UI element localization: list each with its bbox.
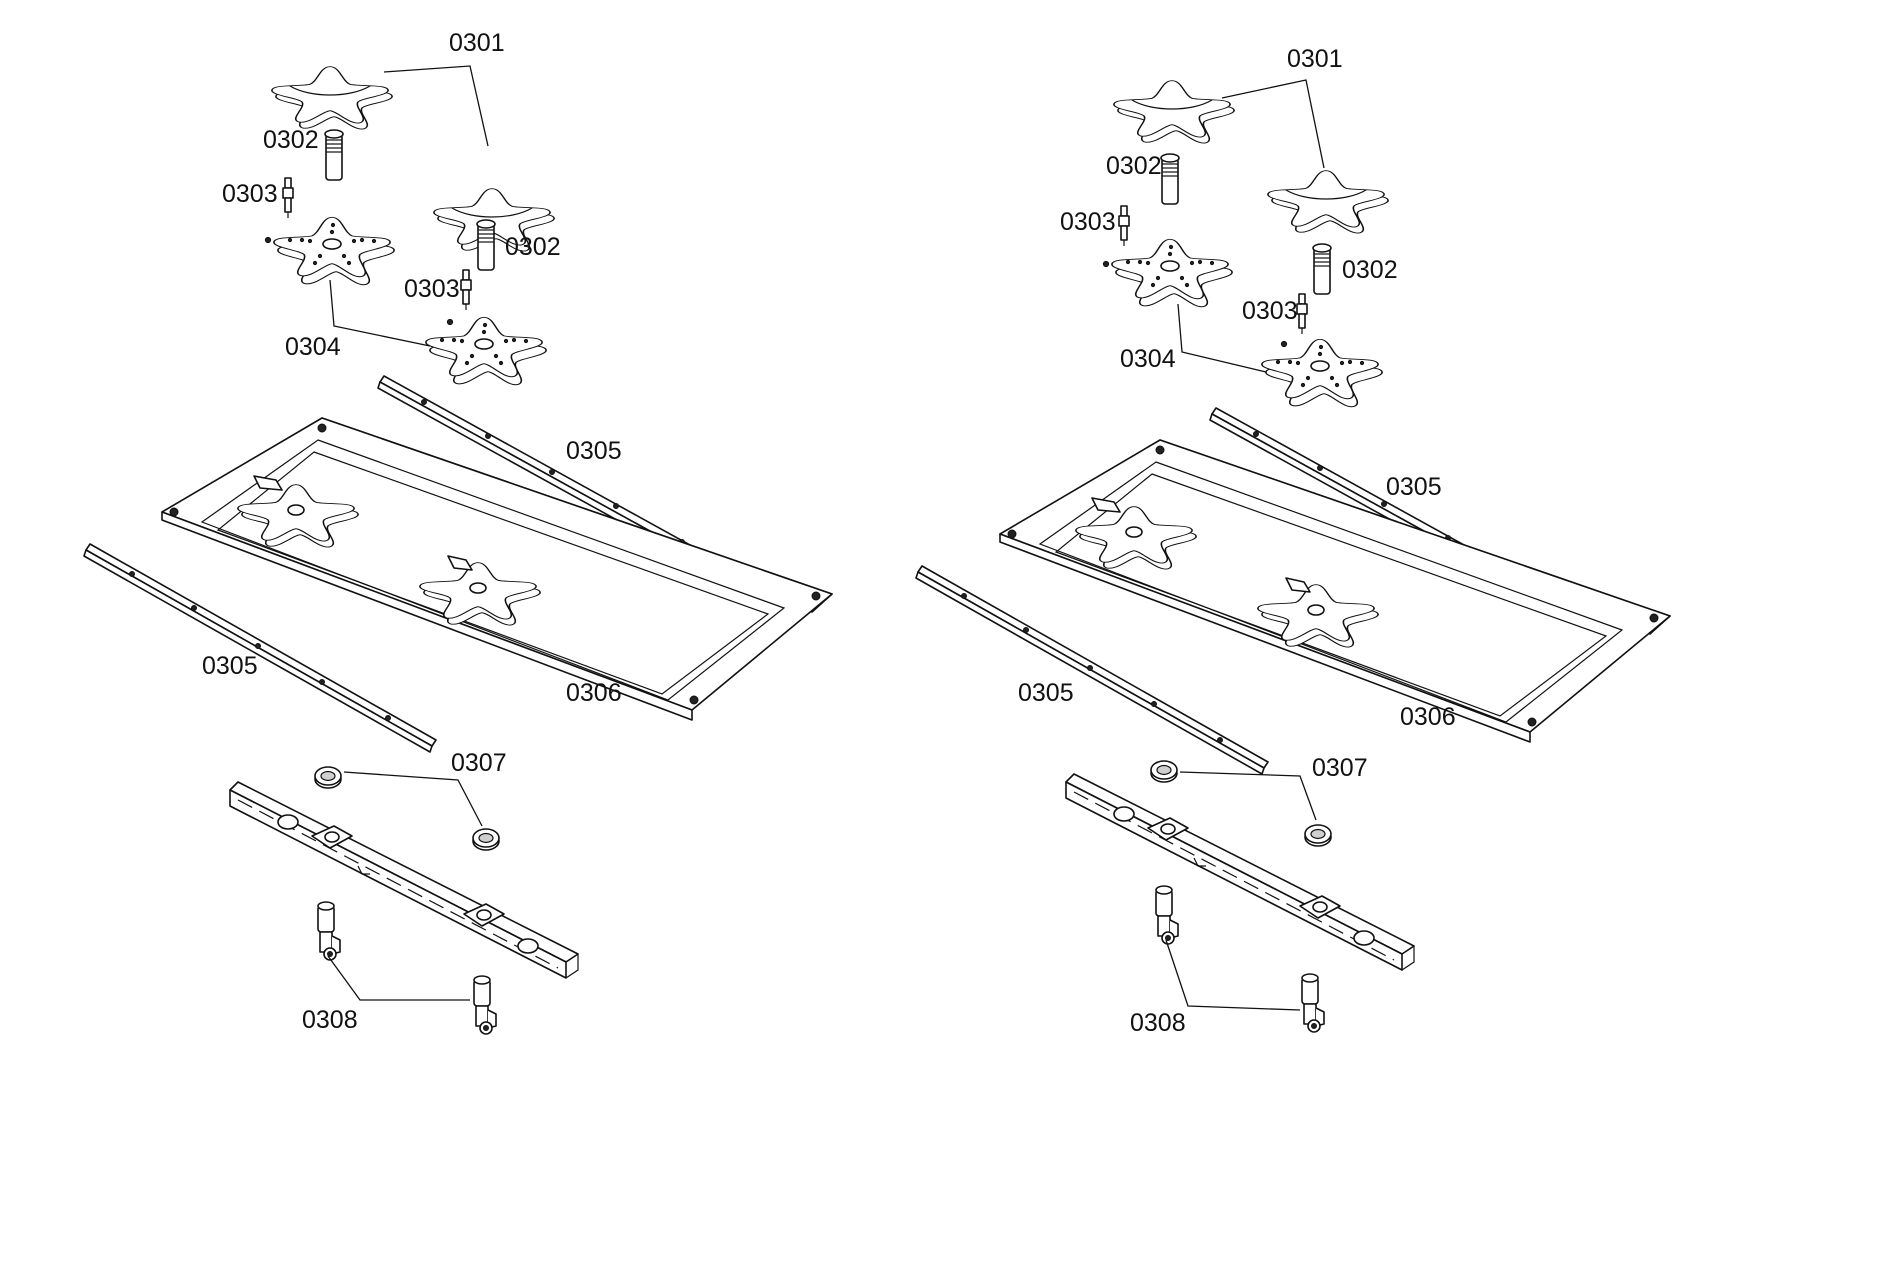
- valve-left-1: [317, 901, 341, 961]
- label-0302: 0302: [263, 126, 319, 154]
- label-0305: 0305: [1386, 473, 1442, 501]
- injector-right-2: [1296, 293, 1308, 335]
- label-0308: 0308: [1130, 1009, 1186, 1037]
- label-0303: 0303: [1242, 297, 1298, 325]
- valve-left-2: [473, 975, 497, 1035]
- seal-ring-left-1: [314, 766, 342, 789]
- nozzle-holder-right-1: [1160, 153, 1180, 205]
- burner-crown-right-1: [1112, 239, 1232, 306]
- label-0303: 0303: [1060, 208, 1116, 236]
- label-0301: 0301: [449, 29, 505, 57]
- seal-ring-left-2: [472, 828, 500, 851]
- label-0301: 0301: [1287, 45, 1343, 73]
- burner-tray-left: [162, 418, 832, 720]
- burner-cap-right-1: [1114, 81, 1234, 143]
- label-0308: 0308: [302, 1006, 358, 1034]
- nozzle-holder-right-2: [1312, 243, 1332, 295]
- label-0302: 0302: [1106, 152, 1162, 180]
- gas-bar-right: [1065, 773, 1415, 971]
- label-0302: 0302: [1342, 256, 1398, 284]
- label-0305: 0305: [566, 437, 622, 465]
- valve-right-1: [1155, 885, 1179, 945]
- burner-crown-left-1: [274, 217, 394, 284]
- valve-right-2: [1301, 973, 1325, 1033]
- label-0305: 0305: [1018, 679, 1074, 707]
- seal-ring-right-2: [1304, 824, 1332, 847]
- label-0307: 0307: [1312, 754, 1368, 782]
- label-0306: 0306: [566, 679, 622, 707]
- injector-right-1: [1118, 205, 1130, 247]
- screw-dot: [1102, 260, 1110, 268]
- burner-crown-left-2: [426, 317, 546, 384]
- nozzle-holder-left-2: [476, 219, 496, 271]
- screw-dot: [264, 236, 272, 244]
- screw-dot: [1280, 340, 1288, 348]
- screw-dot: [446, 318, 454, 326]
- injector-left-1: [282, 177, 294, 219]
- burner-cap-left-1: [272, 67, 392, 129]
- gas-bar-left: [229, 781, 579, 979]
- label-0303: 0303: [222, 180, 278, 208]
- label-0302: 0302: [505, 233, 561, 261]
- burner-crown-right-2: [1262, 339, 1382, 406]
- label-0304: 0304: [1120, 345, 1176, 373]
- label-0305: 0305: [202, 652, 258, 680]
- label-0306: 0306: [1400, 703, 1456, 731]
- injector-left-2: [460, 269, 472, 311]
- nozzle-holder-left-1: [324, 129, 344, 181]
- burner-cap-right-2: [1268, 171, 1388, 233]
- left-assembly: 0301 0302 0302 0303 0303 0304 0305 0305 …: [83, 29, 832, 1035]
- seal-ring-right-1: [1150, 760, 1178, 783]
- label-0303: 0303: [404, 275, 460, 303]
- label-0304: 0304: [285, 333, 341, 361]
- right-assembly: 0301 0302 0302 0303 0303 0304 0305 0305 …: [915, 45, 1670, 1037]
- label-0307: 0307: [451, 749, 507, 777]
